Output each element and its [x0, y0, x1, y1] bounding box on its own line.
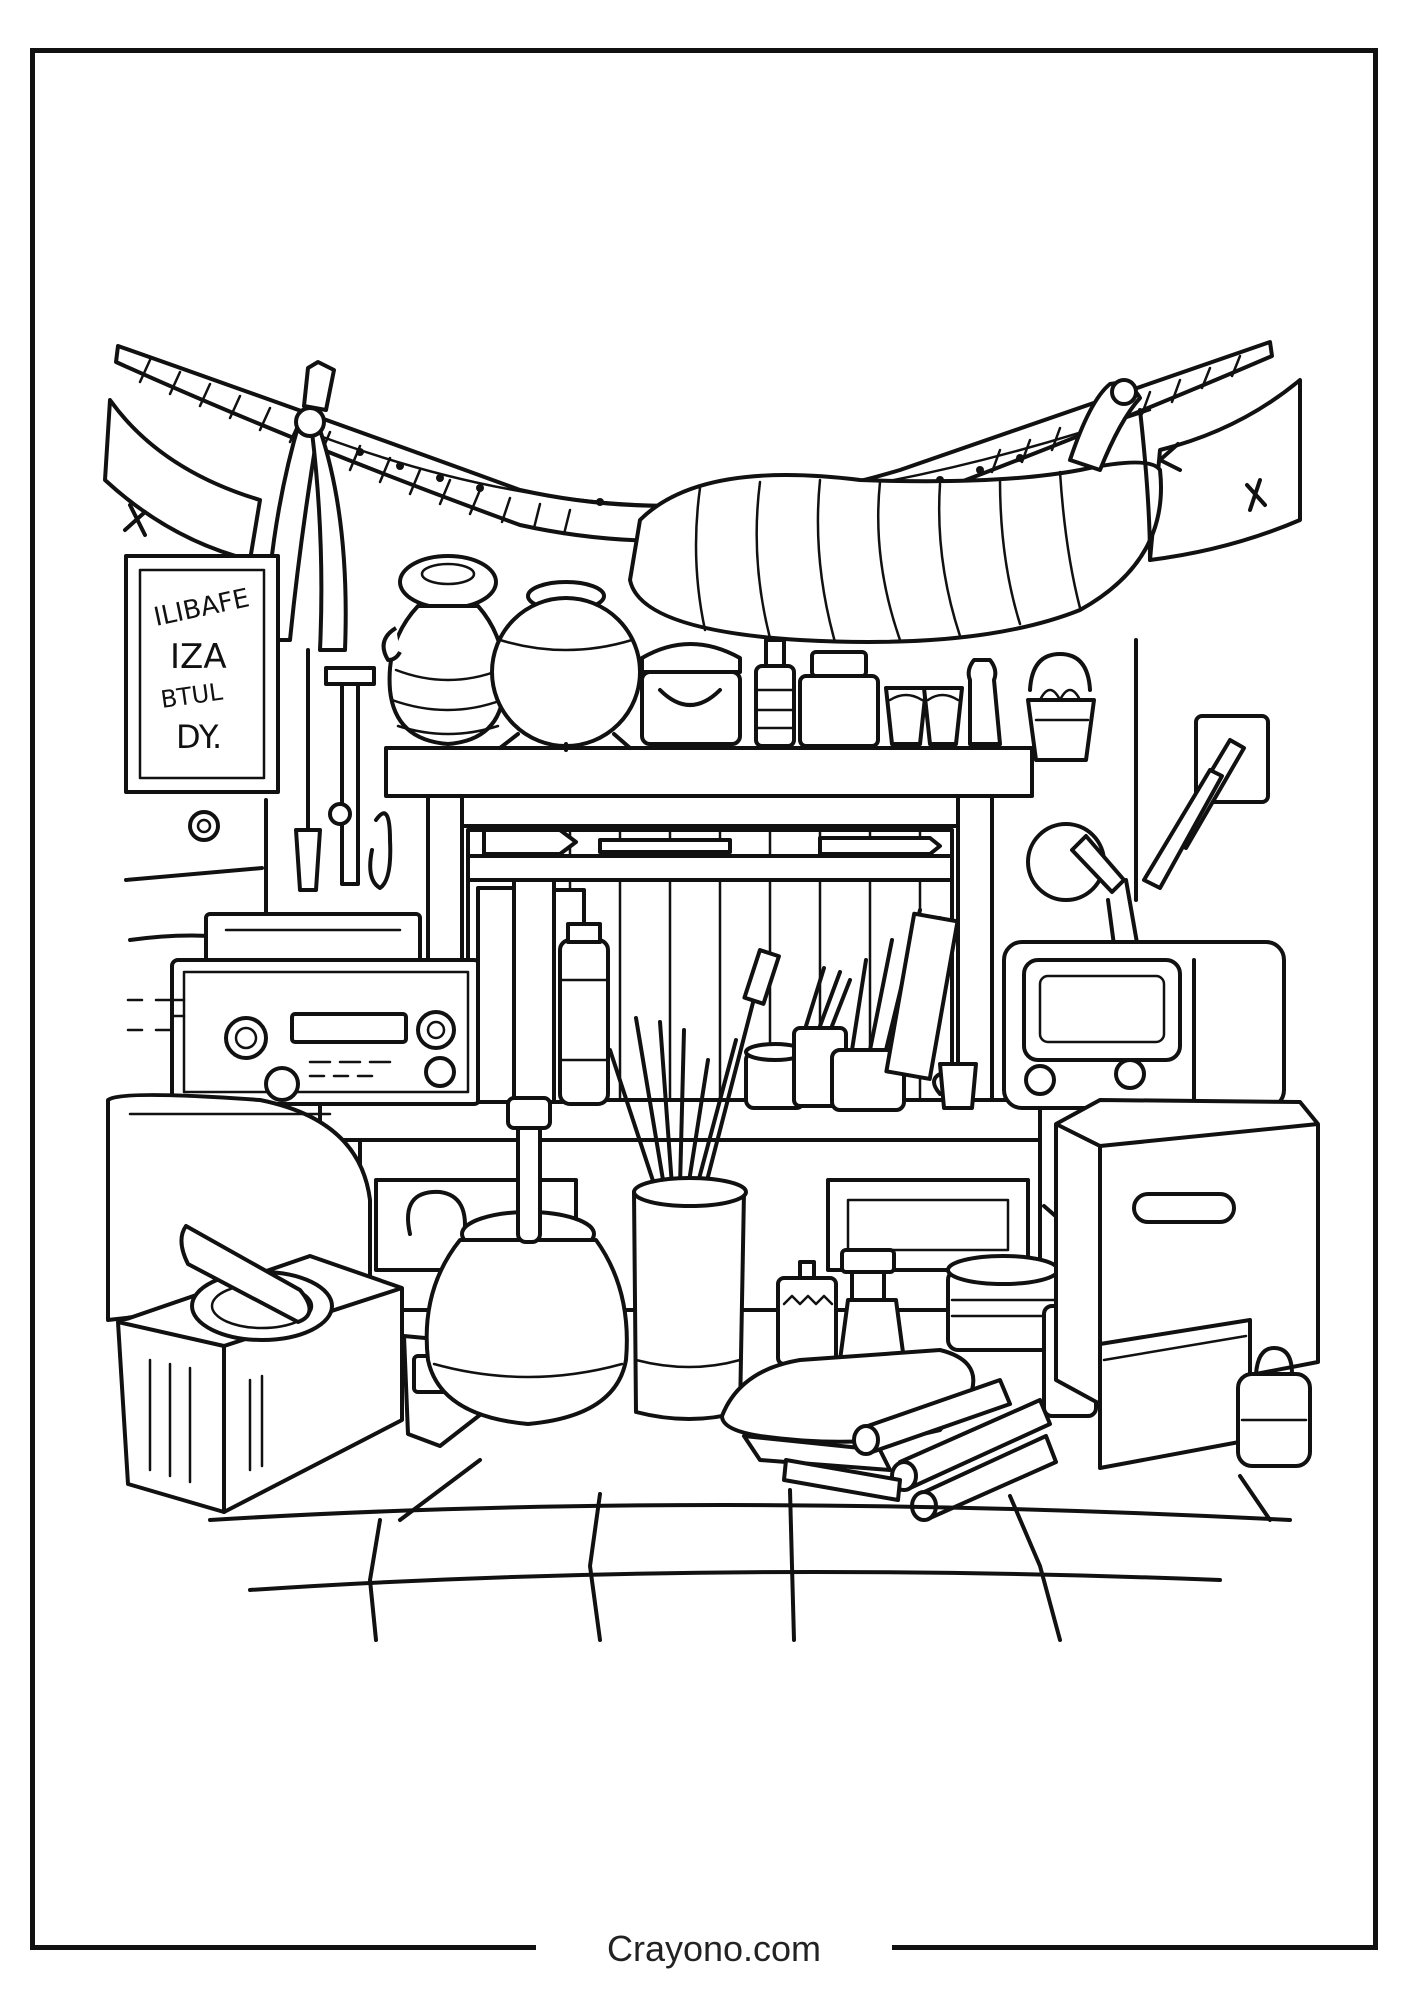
books-flask [476, 878, 610, 1106]
bunting-garland [103, 340, 1302, 652]
wall-details [124, 648, 393, 1032]
floor-tiles [208, 1458, 1292, 1642]
pencil-cup-small [744, 908, 978, 1112]
poster: ILIBAFE IZA BTUL DY. [124, 554, 280, 794]
stereo-receiver [170, 912, 482, 1106]
poster-line-4: DY. [176, 718, 222, 756]
basket [1026, 652, 1096, 762]
kettle [406, 1096, 629, 1426]
page-border [30, 48, 1378, 1950]
footer-site-name[interactable]: Crayono.com [606, 1928, 822, 1969]
poster-line-2: IZA [170, 637, 227, 677]
hanging-wrapped-bundle [628, 378, 1182, 644]
bottles-shelf [754, 638, 1002, 748]
speaker-cabinet [1054, 1098, 1320, 1470]
footer-gap [536, 1930, 892, 1970]
radio [1002, 940, 1286, 1124]
lidded-box [640, 642, 742, 746]
rolled-papers [782, 1378, 1058, 1522]
toaster [116, 1224, 404, 1514]
pencil-cup [608, 948, 781, 1421]
